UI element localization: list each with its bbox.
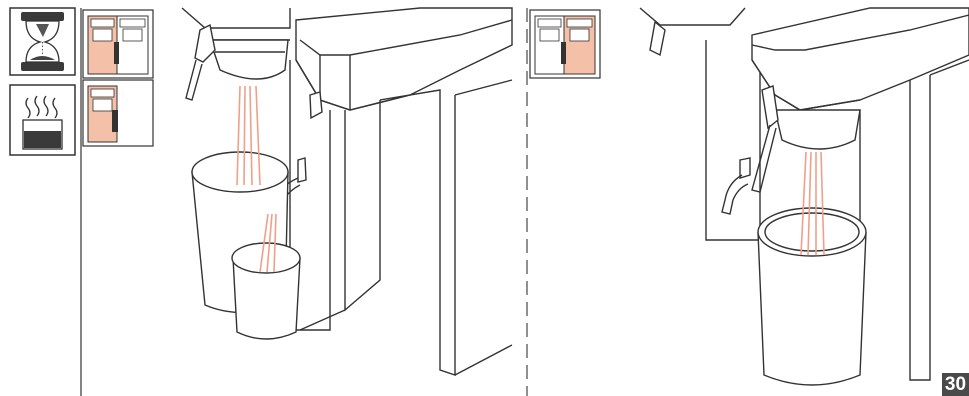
page-number-badge: 30 (942, 373, 969, 396)
hourglass-icon (10, 8, 75, 75)
hot-water-icon (10, 85, 75, 155)
machine-left-active-icon-2 (83, 80, 153, 146)
left-scene (182, 8, 512, 375)
machine-right-active-icon (530, 10, 600, 78)
machine-left-active-icon (83, 10, 153, 78)
